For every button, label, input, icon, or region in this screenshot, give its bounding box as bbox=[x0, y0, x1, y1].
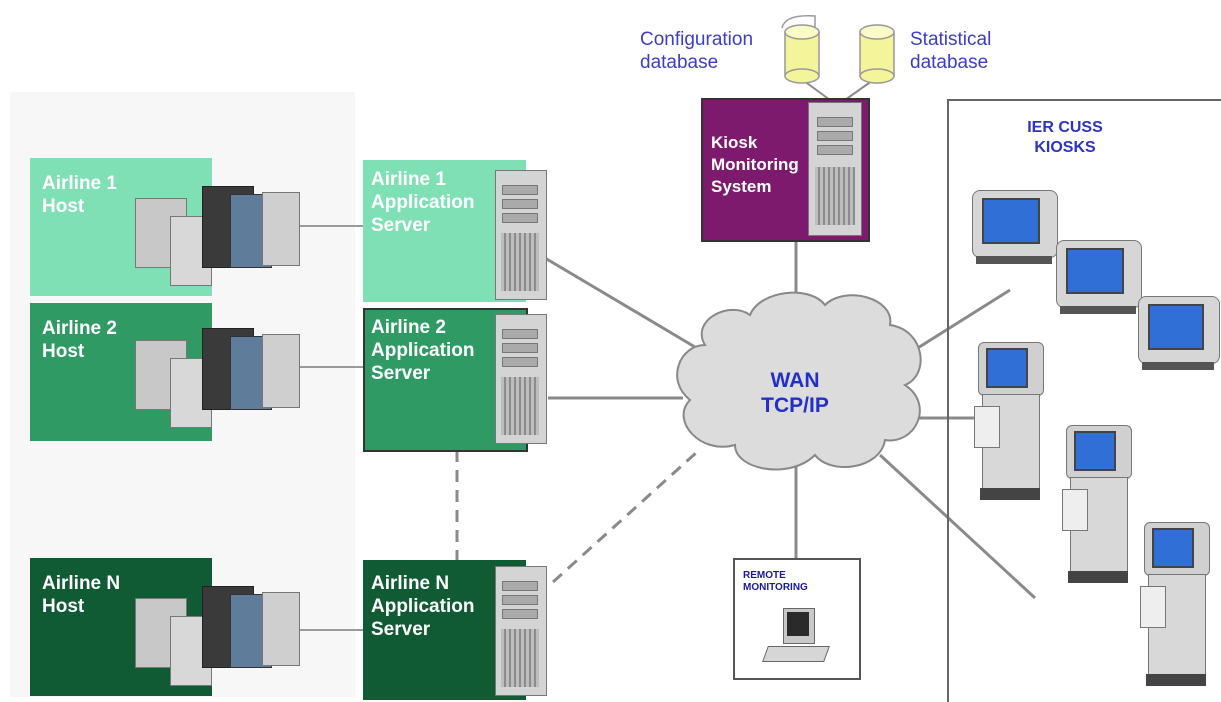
wan-label-line1: WAN bbox=[770, 369, 820, 392]
airline-1-server-label: Airline 1 Application Server bbox=[371, 168, 474, 237]
remote-label-line1: REMOTE bbox=[743, 570, 786, 581]
connector-server1-wan bbox=[544, 256, 701, 352]
wan-label: WAN TCP/IP bbox=[745, 368, 845, 418]
standing-kiosk-icon bbox=[1138, 522, 1218, 692]
countertop-kiosk-icon bbox=[1138, 296, 1220, 372]
kiosks-panel-label: IER CUSS KIOSKS bbox=[1000, 118, 1130, 158]
connector-serverN-wan bbox=[551, 450, 699, 584]
airline-1-server-line2: Application bbox=[371, 192, 475, 213]
airline-n-mainframe-icon bbox=[130, 580, 300, 690]
standing-kiosk-icon bbox=[1060, 425, 1140, 585]
airline-1-host-line1: Airline 1 bbox=[42, 173, 117, 194]
airline-2-server-line2: Application bbox=[371, 340, 475, 361]
airline-n-server-line3: Server bbox=[371, 619, 431, 640]
countertop-kiosk-icon bbox=[972, 190, 1058, 266]
airline-2-server-label: Airline 2 Application Server bbox=[371, 316, 474, 385]
wan-cloud bbox=[676, 291, 922, 471]
airline-2-host-line1: Airline 2 bbox=[42, 318, 117, 339]
connector-wan-kiosk-c bbox=[878, 453, 1037, 600]
connector-wan-kiosk-a bbox=[904, 288, 1011, 358]
countertop-kiosk-icon bbox=[1056, 240, 1142, 316]
kiosk-monitoring-label: Kiosk Monitoring System bbox=[711, 132, 799, 198]
statistical-database-label: Statistical database bbox=[910, 28, 991, 74]
kiosk-monitoring-line3: System bbox=[711, 177, 772, 196]
airline-2-server-line3: Server bbox=[371, 363, 431, 384]
airline-2-mainframe-icon bbox=[130, 322, 300, 432]
kiosks-panel-line2: KIOSKS bbox=[1034, 139, 1096, 156]
airline-n-server-tower-icon bbox=[495, 566, 547, 696]
remote-monitoring-box: REMOTE MONITORING bbox=[733, 558, 861, 680]
airline-1-host-line2: Host bbox=[42, 196, 85, 217]
workstation-icon bbox=[762, 608, 830, 668]
airline-2-server-line1: Airline 2 bbox=[371, 317, 446, 338]
stat-db-label-line2: database bbox=[910, 52, 989, 73]
kiosks-panel-line1: IER CUSS bbox=[1027, 119, 1103, 136]
wan-label-line2: TCP/IP bbox=[761, 394, 829, 417]
airline-1-host-label: Airline 1 Host bbox=[42, 172, 117, 218]
configuration-database-icon bbox=[781, 15, 820, 84]
airline-1-server-tower-icon bbox=[495, 170, 547, 300]
airline-n-server-line1: Airline N bbox=[371, 573, 450, 594]
stat-db-label-line1: Statistical bbox=[910, 29, 992, 50]
airline-1-mainframe-icon bbox=[130, 180, 300, 290]
airline-2-server-tower-icon bbox=[495, 314, 547, 444]
airline-1-server-line3: Server bbox=[371, 215, 431, 236]
kiosk-monitoring-line1: Kiosk bbox=[711, 133, 758, 152]
remote-monitoring-label: REMOTE MONITORING bbox=[743, 570, 808, 594]
airline-2-host-label: Airline 2 Host bbox=[42, 317, 117, 363]
airline-n-server-line2: Application bbox=[371, 596, 475, 617]
configuration-database-label: Configuration database bbox=[640, 28, 753, 74]
remote-label-line2: MONITORING bbox=[743, 582, 808, 593]
standing-kiosk-icon bbox=[972, 342, 1050, 502]
config-db-label-line2: database bbox=[640, 52, 719, 73]
airline-n-server-label: Airline N Application Server bbox=[371, 572, 474, 641]
airline-n-host-line1: Airline N bbox=[42, 573, 121, 594]
airline-n-host-line2: Host bbox=[42, 596, 85, 617]
airline-2-host-line2: Host bbox=[42, 341, 85, 362]
kiosk-monitoring-line2: Monitoring bbox=[711, 155, 799, 174]
monitoring-server-tower-icon bbox=[808, 102, 862, 236]
statistical-database-icon bbox=[859, 24, 895, 84]
kiosks-panel-border bbox=[947, 99, 1221, 702]
config-db-label-line1: Configuration bbox=[640, 29, 754, 50]
airline-1-server-line1: Airline 1 bbox=[371, 169, 446, 190]
airline-n-host-label: Airline N Host bbox=[42, 572, 120, 618]
